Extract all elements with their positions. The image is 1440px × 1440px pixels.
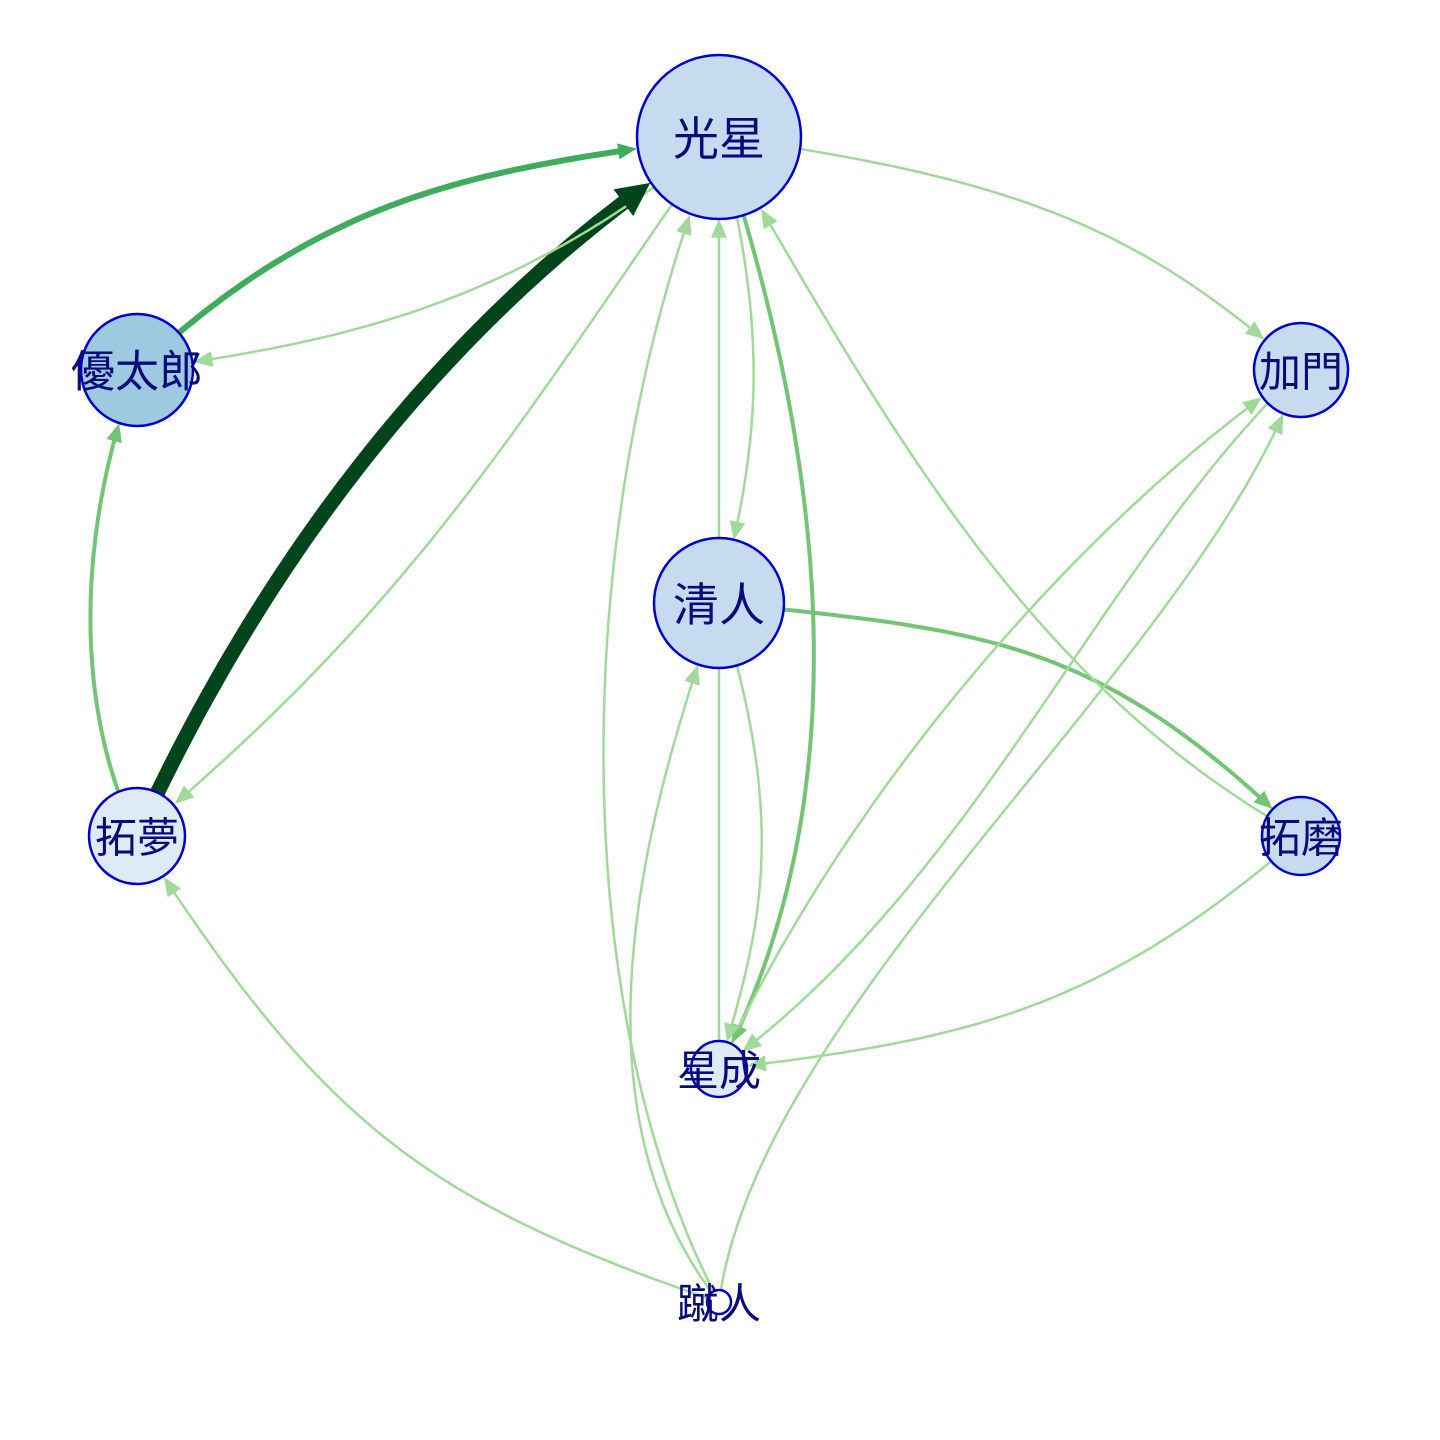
node-takuma[interactable]: 拓磨 [1259, 795, 1343, 877]
node-circle-takumu [87, 786, 187, 886]
arrowhead-kiyoto-to-seisei [724, 1022, 740, 1042]
node-circle-kiyoto [652, 536, 786, 670]
edge-kado-to-seisei [755, 388, 1283, 1041]
arrowhead-takumu-to-yutaro [106, 423, 122, 444]
arrowhead-koshin-to-kiyoto [729, 520, 746, 540]
node-label-takumu: 拓夢 [95, 814, 179, 863]
node-label-yutaro: 優太郎 [71, 347, 203, 398]
arrowhead-seisei-to-kado [1242, 397, 1262, 415]
node-yutaro[interactable]: 優太郎 [71, 312, 203, 428]
edge-koshin-to-kado [767, 142, 1251, 329]
node-circle-yutaro [79, 312, 195, 428]
arrowhead-yutaro-to-koshin [617, 143, 637, 160]
edge-takuma-to-seisei [764, 850, 1285, 1065]
arrowhead-seisei-to-koshin [711, 219, 727, 238]
edge-shuto-to-koshin [602, 232, 717, 1296]
edge-kiyoto-to-seisei [729, 639, 763, 1026]
edge-shuto-to-takumu [173, 891, 714, 1301]
node-label-kiyoto: 清人 [673, 578, 765, 632]
node-label-kado: 加門 [1259, 348, 1343, 397]
node-seisei[interactable]: 星成 [677, 1039, 761, 1099]
node-circle-seisei [689, 1039, 749, 1099]
edge-takumu-to-koshin [142, 195, 631, 816]
edges-layer [88, 142, 1285, 1301]
arrowhead-takuma-to-koshin [761, 208, 778, 230]
edge-shuto-to-kiyoto [629, 682, 716, 1298]
arrowhead-shuto-to-takumu [163, 877, 181, 898]
edge-koshin-to-yutaro [210, 166, 682, 361]
edge-shuto-to-kado [718, 430, 1277, 1296]
arrowhead-shuto-to-kiyoto [684, 665, 700, 686]
arrowhead-koshin-to-takumu [174, 785, 195, 804]
edge-takumu-to-yutaro [88, 439, 128, 812]
node-circle-kado [1252, 321, 1350, 419]
node-circle-shuto [705, 1288, 733, 1316]
node-shuto[interactable]: 蹴人 [677, 1280, 761, 1329]
arrowhead-kiyoto-to-takuma [1253, 790, 1273, 809]
arrowhead-koshin-to-yutaro [193, 351, 214, 367]
node-circle-takuma [1260, 795, 1342, 877]
arrowhead-koshin-to-kado [1244, 321, 1265, 340]
node-koshin[interactable]: 光星 [635, 53, 803, 221]
node-label-koshin: 光星 [673, 112, 765, 166]
edge-koshin-to-kiyoto [729, 183, 755, 524]
edge-koshin-to-seisei [732, 182, 816, 1029]
node-kiyoto[interactable]: 清人 [652, 536, 786, 670]
edge-kiyoto-to-takuma [756, 604, 1261, 799]
edge-seisei-to-kado [725, 407, 1249, 1054]
node-label-shuto: 蹴人 [677, 1280, 761, 1329]
edge-yutaro-to-koshin [159, 148, 622, 351]
arrowhead-shuto-to-koshin [676, 215, 692, 236]
arrowhead-kado-to-seisei [742, 1033, 763, 1052]
node-circle-koshin [635, 53, 803, 221]
edge-koshin-to-takumu [187, 177, 692, 793]
node-label-seisei: 星成 [677, 1047, 761, 1096]
arrowhead-takumu-to-koshin [613, 182, 651, 216]
node-kado[interactable]: 加門 [1252, 321, 1350, 419]
edge-takuma-to-koshin [769, 223, 1281, 825]
node-label-takuma: 拓磨 [1259, 814, 1343, 863]
arrowhead-shuto-to-kado [1267, 413, 1284, 435]
arrowheads-layer [106, 143, 1284, 1072]
arrowhead-takuma-to-seisei [747, 1055, 767, 1072]
node-takumu[interactable]: 拓夢 [87, 786, 187, 886]
